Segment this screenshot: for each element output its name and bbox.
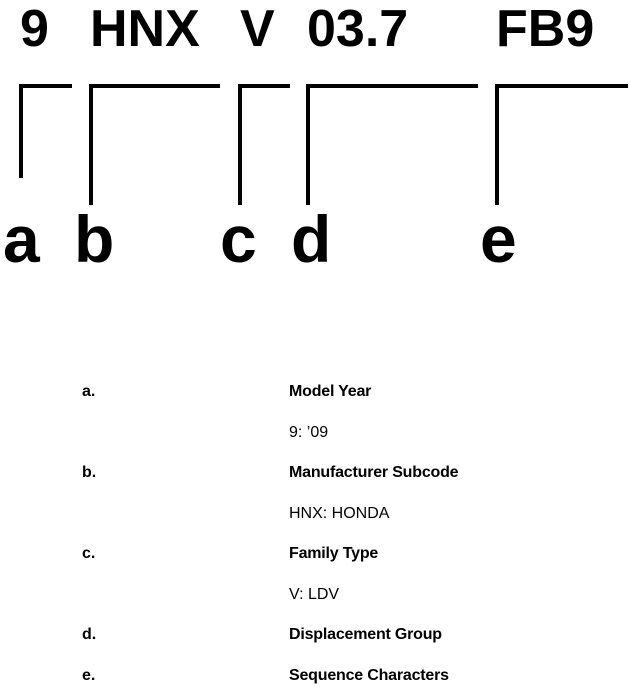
- leader-line-d: [308, 86, 478, 205]
- leader-line-b: [91, 86, 220, 205]
- legend-key: e.: [82, 666, 95, 686]
- legend-value-row-a: 9: ’09: [0, 411, 640, 452]
- callout-letter-e: e: [480, 202, 517, 276]
- legend-row-d: d. Displacement Group: [0, 613, 640, 654]
- code-segment-sequence: FB9: [496, 0, 594, 58]
- legend-term: Sequence Characters: [289, 666, 449, 686]
- legend-key: b.: [82, 463, 96, 483]
- code-segment-manufacturer: HNX: [90, 0, 200, 58]
- legend-key: a.: [82, 382, 95, 402]
- leader-line-e: [497, 86, 628, 205]
- code-diagram: 9 HNX V 03.7 FB9 a b c d e: [0, 0, 640, 290]
- callout-letter-c: c: [220, 202, 257, 276]
- leader-line-c: [240, 86, 290, 205]
- code-segment-displacement: 03.7: [307, 0, 408, 58]
- code-segment-year: 9: [20, 0, 49, 58]
- callout-letter-b: b: [74, 202, 114, 276]
- callout-letter-a: a: [3, 202, 41, 276]
- leader-line-a: [21, 86, 72, 178]
- legend-row-c: c. Family Type: [0, 532, 640, 573]
- legend-value: HNX: HONDA: [289, 504, 389, 524]
- legend-term: Family Type: [289, 544, 378, 564]
- legend-value: 9: ’09: [289, 423, 328, 443]
- legend-value: V: LDV: [289, 585, 339, 605]
- legend-value-row-b: HNX: HONDA: [0, 492, 640, 533]
- legend-term: Displacement Group: [289, 625, 442, 645]
- legend-key: d.: [82, 625, 96, 645]
- code-segment-family: V: [240, 0, 275, 58]
- legend-key: c.: [82, 544, 95, 564]
- legend-table: a. Model Year 9: ’09 b. Manufacturer Sub…: [0, 370, 640, 694]
- legend-value-row-c: V: LDV: [0, 573, 640, 614]
- legend-row-a: a. Model Year: [0, 370, 640, 411]
- legend-term: Model Year: [289, 382, 371, 402]
- legend-term: Manufacturer Subcode: [289, 463, 458, 483]
- legend-row-e: e. Sequence Characters: [0, 654, 640, 694]
- legend-row-b: b. Manufacturer Subcode: [0, 451, 640, 492]
- callout-letter-d: d: [291, 202, 331, 276]
